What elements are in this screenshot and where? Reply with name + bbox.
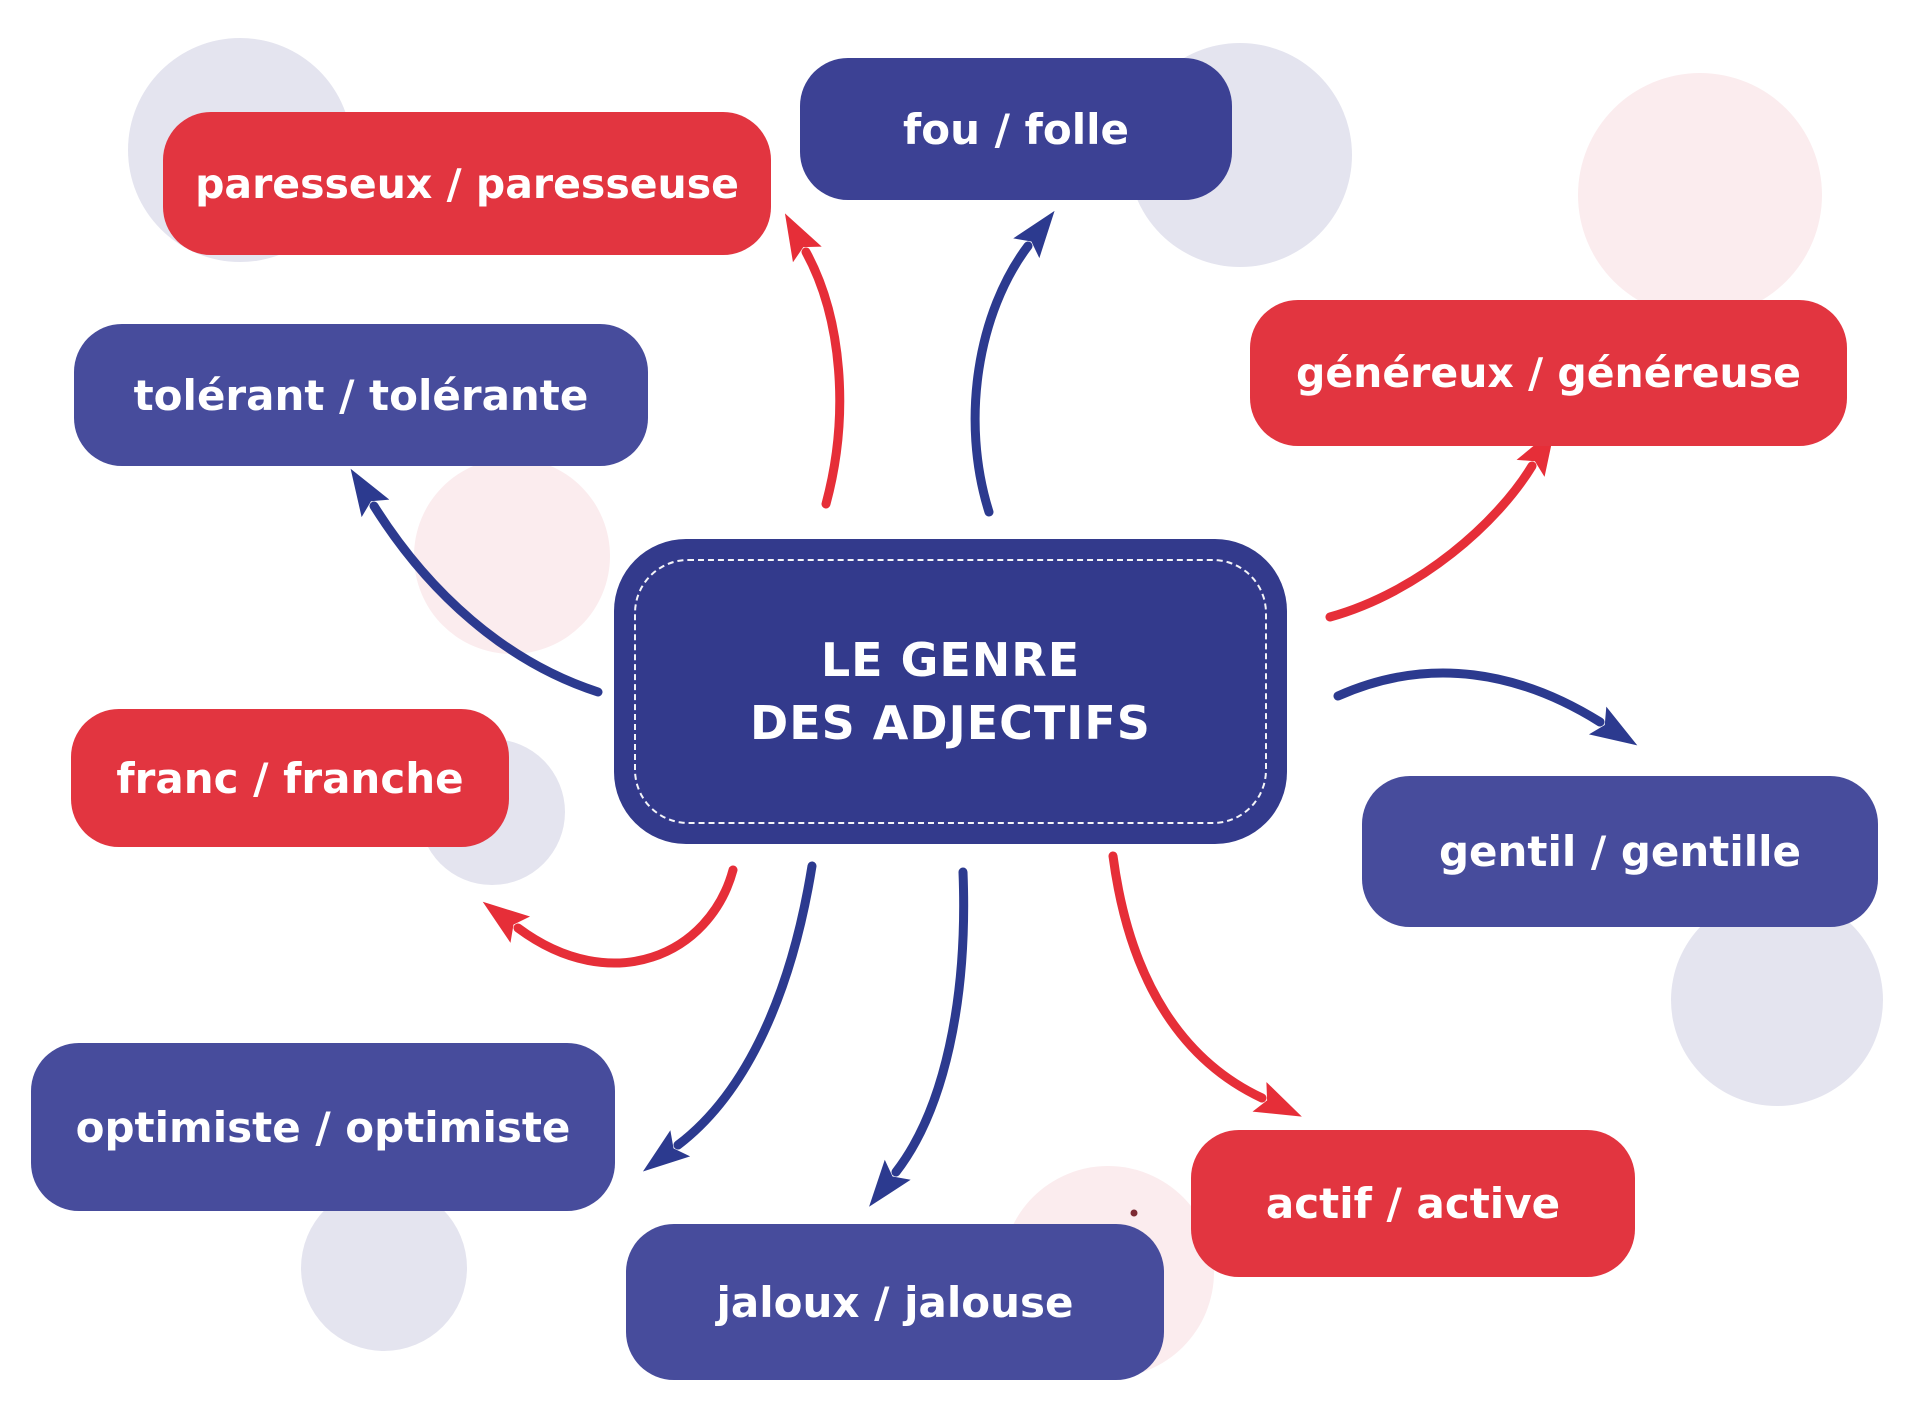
decor-dot [1130,1209,1138,1217]
decor-circle-pink [414,458,610,654]
node-label: franc / franche [116,753,464,803]
center-title-line2: DES ADJECTIFS [750,695,1151,750]
center-topic-box: LE GENRE DES ADJECTIFS [614,539,1287,844]
node-paresseux: paresseux / paresseuse [163,112,771,255]
arrow-center-to-gentil [1333,668,1638,746]
node-franc: franc / franche [71,709,509,847]
node-fou: fou / folle [800,58,1232,200]
node-label: généreux / généreuse [1296,349,1801,397]
node-label: paresseux / paresseuse [195,159,739,208]
arrow-center-to-tolerant [350,468,603,697]
node-label: actif / active [1265,1179,1561,1228]
node-actif: actif / active [1191,1130,1635,1277]
node-genereux: généreux / généreuse [1250,300,1847,446]
arrow-center-to-optimiste [642,861,817,1172]
decor-circle-lavender [1671,894,1883,1106]
node-optimiste: optimiste / optimiste [31,1043,615,1211]
arrow-center-to-paresseux [784,213,845,509]
node-gentil: gentil / gentille [1362,776,1878,927]
arrow-center-to-fou [970,210,1055,517]
decor-circle-lavender [301,1185,467,1351]
arrow-center-to-actif [1108,851,1302,1117]
node-label: gentil / gentille [1438,827,1802,876]
node-label: optimiste / optimiste [75,1102,571,1152]
node-label: jaloux / jalouse [716,1277,1074,1327]
arrow-center-to-jaloux [869,867,969,1207]
arrow-center-to-genereux [1325,428,1555,622]
node-label: fou / folle [902,104,1130,154]
node-tolerant: tolérant / tolérante [74,324,648,466]
arrow-center-to-franc [482,865,738,968]
node-label: tolérant / tolérante [133,370,589,420]
center-title-line1: LE GENRE [820,632,1081,687]
center-dashed-border: LE GENRE DES ADJECTIFS [634,559,1267,824]
node-jaloux: jaloux / jalouse [626,1224,1164,1380]
decor-circle-pink [1578,73,1822,317]
